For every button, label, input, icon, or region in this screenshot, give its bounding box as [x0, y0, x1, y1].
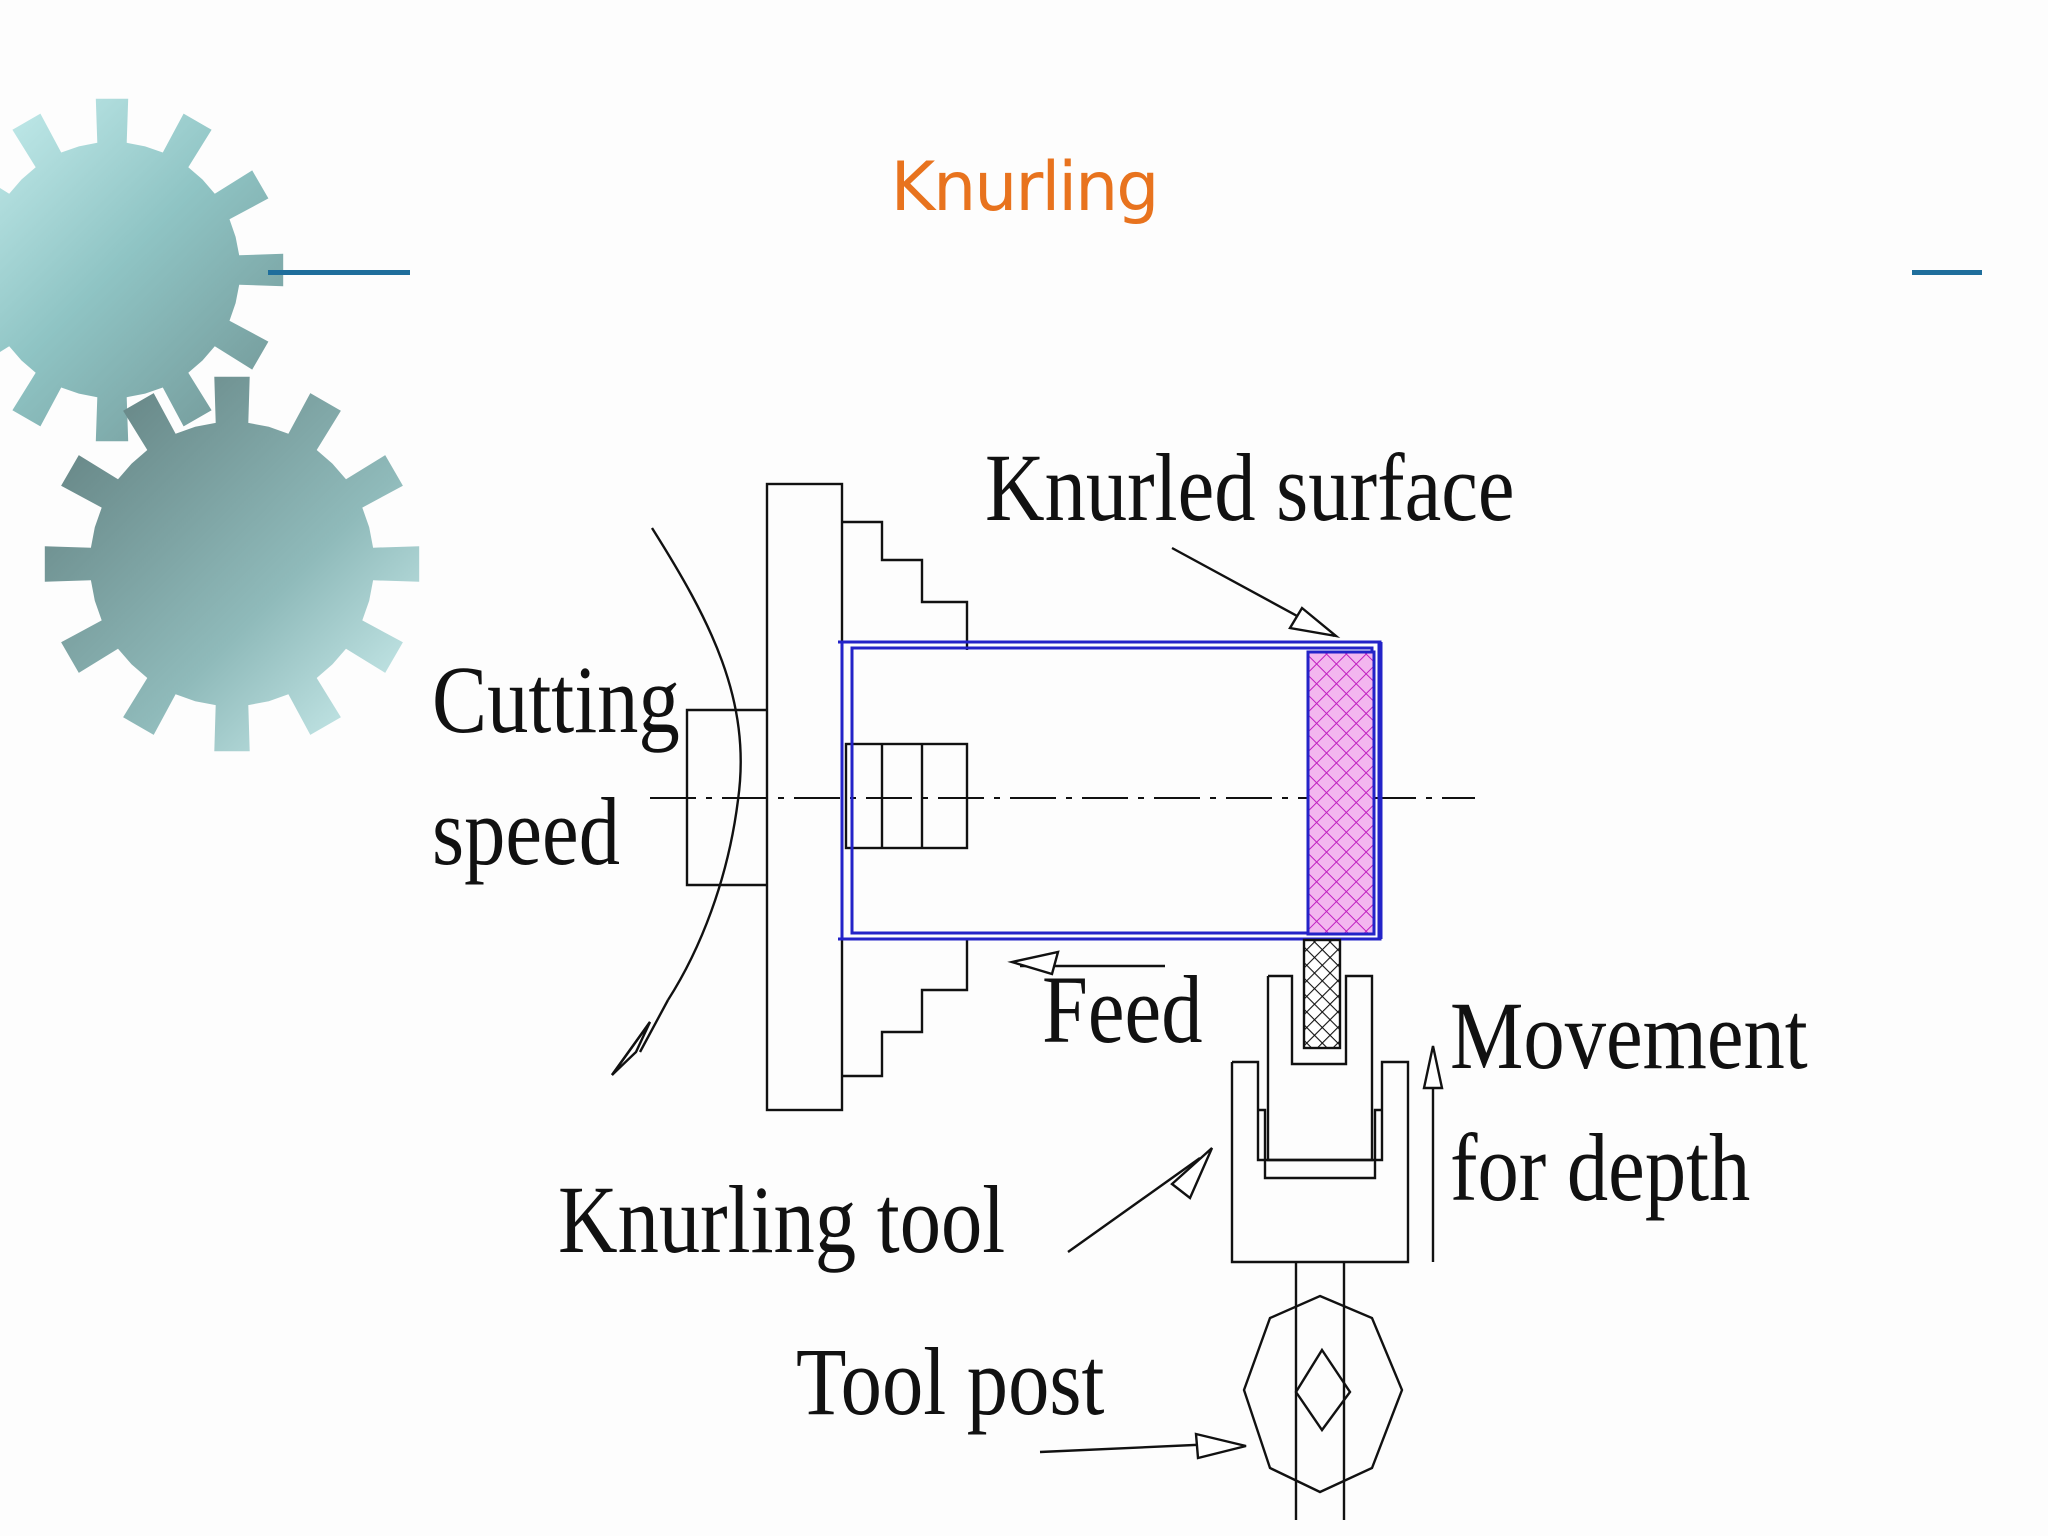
knurling-tool-leader — [1067, 1157, 1201, 1253]
tool-post — [1242, 1294, 1404, 1494]
label-movement: Movement — [1450, 982, 1808, 1089]
cutting-speed-arc-tail — [638, 999, 670, 1053]
workpiece-outline-inner — [850, 646, 1374, 935]
gear-bottom-icon — [44, 376, 420, 752]
slide-title: Knurling — [890, 148, 1160, 227]
tool-holder-inner — [1266, 974, 1374, 1162]
tool-post-key — [1294, 1347, 1352, 1433]
gear-top-icon — [0, 98, 284, 442]
label-cutting: Cutting — [432, 646, 680, 753]
knurled-surface-arrowhead — [1288, 606, 1341, 638]
knurling-wheel — [1302, 938, 1342, 1050]
tool-holder-outer — [1230, 1060, 1410, 1264]
knurling-tool-arrowhead — [1170, 1147, 1214, 1200]
chuck-jaw-lower — [842, 940, 969, 1078]
center-hole — [844, 742, 969, 850]
label-knurling-tool: Knurling tool — [558, 1166, 1006, 1273]
tool-holder-mid — [1258, 1108, 1382, 1180]
knurled-zone — [1306, 650, 1376, 936]
feed-arrowhead — [1007, 950, 1060, 976]
label-speed: speed — [432, 778, 620, 885]
tool-post-leader — [1039, 1442, 1217, 1454]
title-rule-left — [268, 270, 410, 275]
tool-post-arrowhead — [1194, 1432, 1247, 1460]
depth-arrowhead — [1422, 1045, 1444, 1090]
title-rule-right — [1912, 270, 1982, 275]
label-for-depth: for depth — [1450, 1114, 1751, 1221]
label-feed: Feed — [1042, 956, 1203, 1063]
label-tool-post: Tool post — [796, 1328, 1105, 1435]
cutting-speed-arc — [650, 527, 742, 1001]
label-knurled-surface: Knurled surface — [985, 434, 1515, 541]
gear-decoration — [0, 98, 420, 752]
chuck-jaw-upper — [842, 520, 969, 650]
